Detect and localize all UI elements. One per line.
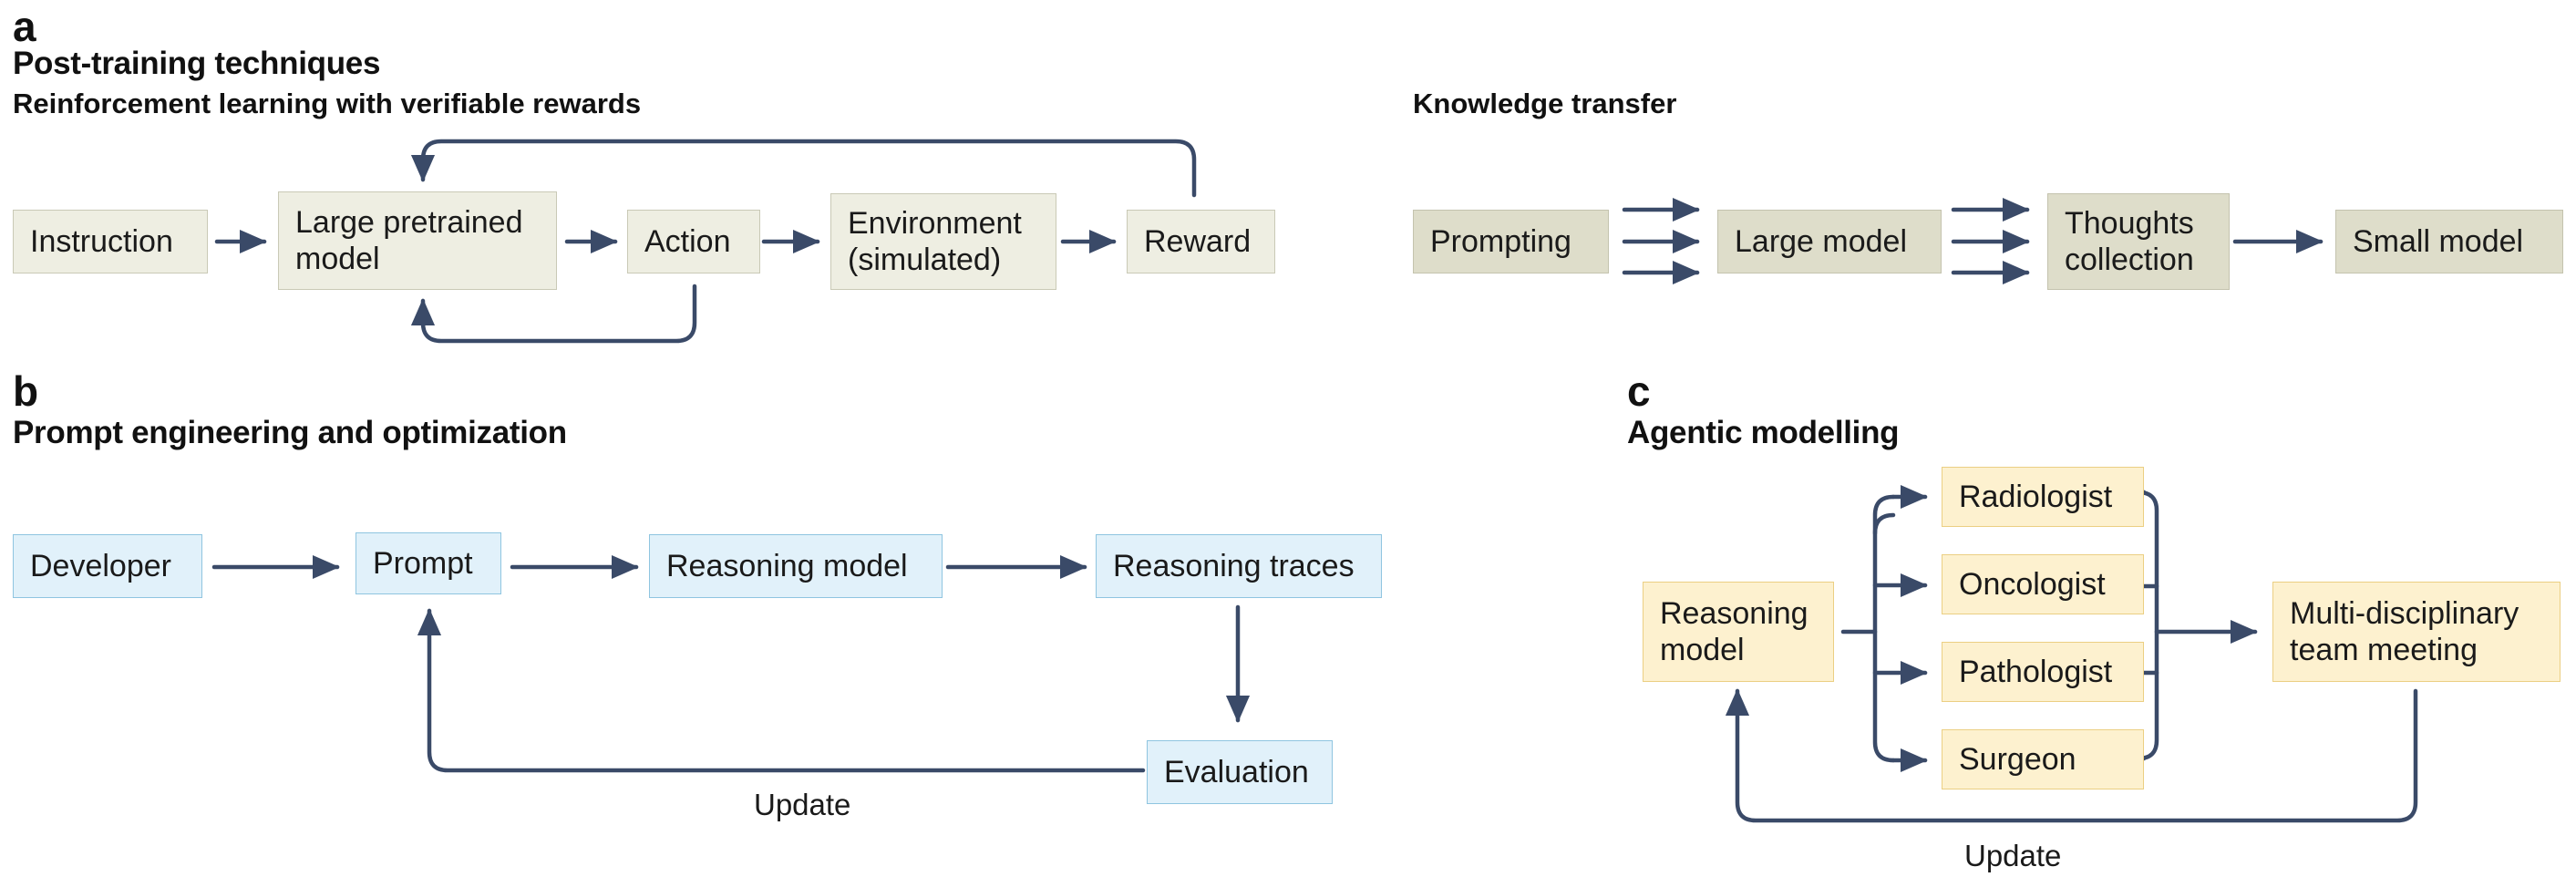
large-model-box: Large model — [1717, 210, 1942, 273]
panel-a-letter: a — [13, 3, 36, 50]
reasoning-model-box: Reasoning model — [649, 534, 943, 598]
evaluation-label: Evaluation — [1164, 754, 1309, 789]
environment-box: Environment (simulated) — [830, 193, 1056, 290]
reasoning-model-c-box: Reasoning model — [1643, 582, 1834, 682]
developer-box: Developer — [13, 534, 202, 598]
loop-reward-to-model — [410, 139, 1197, 198]
reasoning-model-c-line1: Reasoning — [1660, 595, 1808, 631]
knowledge-transfer-title: Knowledge transfer — [1413, 88, 1677, 119]
panel-c-letter: c — [1627, 367, 1651, 415]
action-box: Action — [627, 210, 760, 273]
panel-b-heading: Prompt engineering and optimization — [13, 415, 567, 450]
evaluation-box: Evaluation — [1147, 740, 1333, 804]
environment-line2: (simulated) — [848, 242, 1002, 277]
action-label: Action — [644, 223, 731, 259]
pathologist-box: Pathologist — [1942, 642, 2144, 702]
reasoning-model-c-label: Reasoning model — [1660, 595, 1808, 668]
reward-box: Reward — [1127, 210, 1275, 273]
panel-c-heading: Agentic modelling — [1627, 415, 1900, 450]
panel-a-heading: Post-training techniques — [13, 46, 381, 81]
prompt-box: Prompt — [355, 532, 501, 594]
large-pretrained-model-line2: model — [295, 242, 380, 276]
prompting-box: Prompting — [1413, 210, 1609, 273]
update-label-c: Update — [1964, 839, 2062, 872]
team-meeting-label: Multi-disciplinary team meeting — [2290, 595, 2519, 668]
reasoning-traces-label: Reasoning traces — [1113, 548, 1355, 583]
team-meeting-line2: team meeting — [2290, 633, 2478, 667]
line-radiologist-out — [2136, 490, 2159, 761]
loop-evaluation-to-prompt — [417, 608, 1146, 773]
thoughts-collection-label: Thoughts collection — [2065, 205, 2194, 278]
branch-spine-left — [1872, 512, 1896, 763]
radiologist-box: Radiologist — [1942, 467, 2144, 527]
thoughts-collection-line1: Thoughts — [2065, 205, 2194, 241]
update-label-b: Update — [754, 788, 851, 821]
large-pretrained-model-line1: Large pretrained — [295, 204, 523, 240]
oncologist-label: Oncologist — [1959, 566, 2106, 602]
loop-action-to-model — [410, 284, 697, 344]
branch-top-curve — [1872, 494, 1896, 536]
reasoning-model-c-line2: model — [1660, 633, 1745, 667]
surgeon-label: Surgeon — [1959, 741, 2076, 777]
oncologist-box: Oncologist — [1942, 554, 2144, 614]
environment-line1: Environment — [848, 205, 1022, 241]
developer-label: Developer — [30, 548, 171, 583]
surgeon-box: Surgeon — [1942, 729, 2144, 789]
large-pretrained-model-label: Large pretrained model — [295, 204, 523, 277]
team-meeting-box: Multi-disciplinary team meeting — [2272, 582, 2561, 682]
prompt-label: Prompt — [373, 545, 473, 581]
loop-meeting-to-reasoning — [1725, 688, 2418, 823]
thoughts-collection-box: Thoughts collection — [2047, 193, 2230, 290]
instruction-box: Instruction — [13, 210, 208, 273]
small-model-label: Small model — [2353, 223, 2524, 259]
reasoning-traces-box: Reasoning traces — [1096, 534, 1382, 598]
instruction-label: Instruction — [30, 223, 173, 259]
team-meeting-line1: Multi-disciplinary — [2290, 595, 2519, 631]
large-pretrained-model-box: Large pretrained model — [278, 191, 557, 290]
environment-label: Environment (simulated) — [848, 205, 1022, 278]
small-model-box: Small model — [2335, 210, 2563, 273]
thoughts-collection-line2: collection — [2065, 242, 2194, 277]
prompting-label: Prompting — [1430, 223, 1571, 259]
rl-title: Reinforcement learning with verifiable r… — [13, 88, 642, 119]
pathologist-label: Pathologist — [1959, 654, 2113, 689]
large-model-label: Large model — [1735, 223, 1908, 259]
reward-label: Reward — [1144, 223, 1252, 259]
radiologist-label: Radiologist — [1959, 479, 2113, 514]
reasoning-model-label: Reasoning model — [666, 548, 908, 583]
panel-b-letter: b — [13, 367, 39, 415]
